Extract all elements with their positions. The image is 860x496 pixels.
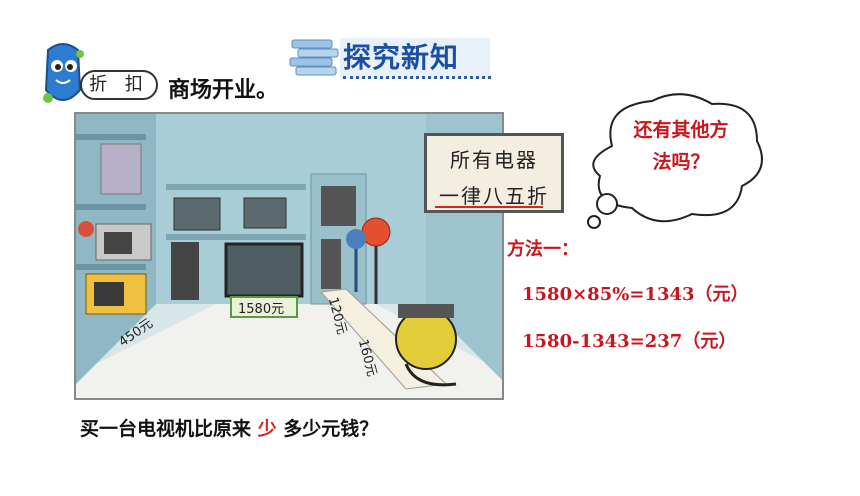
question-part2: 多少元钱？ xyxy=(276,418,379,440)
sign-line1: 所有电器 xyxy=(450,148,538,172)
calculation-2: 1580-1343=237（元） xyxy=(522,331,737,352)
mascot-icon xyxy=(43,43,84,103)
bubble-text: 还有其他方 法吗？ xyxy=(606,114,756,178)
calculation-1: 1580×85%=1343（元） xyxy=(522,284,749,305)
sign-line2: 一律八五折 xyxy=(439,184,549,208)
method-label: 方法一： xyxy=(507,239,579,260)
page-title: 探究新知 xyxy=(343,41,460,74)
title-banner xyxy=(289,38,490,78)
discount-sign: 所有电器 一律八五折 xyxy=(424,133,564,213)
scenario-text: 商场开业。 xyxy=(168,78,279,103)
thought-bubble xyxy=(587,93,763,229)
question-highlight: 少 xyxy=(257,418,277,440)
bubble-line1: 还有其他方 xyxy=(633,119,729,141)
title-underline xyxy=(343,76,491,79)
bubble-line2: 法吗？ xyxy=(652,151,710,173)
question-part1: 买一台电视机比原来 xyxy=(80,418,258,440)
sign-underline xyxy=(435,206,543,208)
books-icon xyxy=(289,39,339,76)
store-illustration: 1580元 450元 120元 160元 xyxy=(74,112,504,400)
question: 买一台电视机比原来 少 多少元钱？ xyxy=(80,414,378,441)
topic-tag: 折 扣 xyxy=(80,70,158,100)
tv-price-tag: 1580元 xyxy=(238,302,285,317)
